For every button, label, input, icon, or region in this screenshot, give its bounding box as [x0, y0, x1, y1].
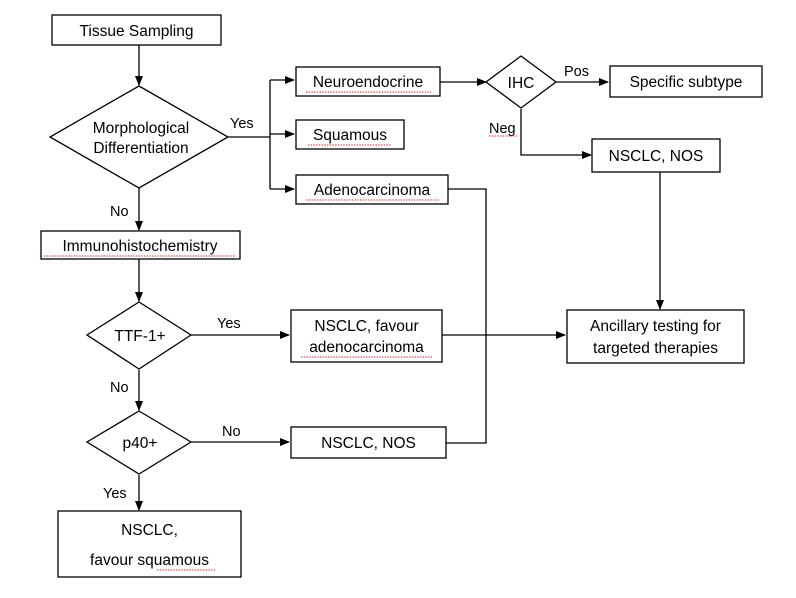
morph-label-line2: Differentiation [93, 140, 188, 157]
morph-label-line1: Morphological [93, 120, 190, 137]
node-ttf1: TTF-1+ [85, 301, 193, 370]
morph-no-label: No [110, 204, 129, 220]
adenocarcinoma-label: Adenocarcinoma [314, 182, 431, 199]
ancillary-line2: targeted therapies [593, 340, 718, 357]
connectors [135, 45, 664, 511]
favour-adeno-line2: adenocarcinoma [309, 339, 424, 356]
node-nsclc-nos-bottom: NSCLC, NOS [290, 426, 447, 459]
node-immunohistochemistry: Immunohistochemistry [40, 230, 241, 260]
p40-yes-label: Yes [103, 486, 127, 502]
node-specific-subtype: Specific subtype [609, 65, 763, 98]
node-nsclc-favour-adenocarcinoma: NSCLC, favour adenocarcinoma [290, 309, 443, 363]
morph-yes-label: Yes [230, 116, 254, 132]
node-nsclc-favour-squamous: NSCLC, favour squamous [57, 510, 242, 578]
ttf1-no-label: No [110, 380, 129, 396]
node-ihc: IHC [484, 55, 558, 109]
edge-adeno-and-nos-merge [446, 188, 487, 444]
ttf1-yes-label: Yes [217, 316, 241, 332]
node-ancillary-testing: Ancillary testing for targeted therapies [566, 309, 745, 364]
nsclc-nos-top-label: NSCLC, NOS [609, 148, 704, 165]
ihc-label: IHC [508, 75, 535, 92]
node-neuroendocrine: Neuroendocrine [295, 66, 441, 97]
edge-ihc-neg [520, 109, 592, 159]
ancillary-line1: Ancillary testing for [590, 318, 721, 335]
favour-squamous-line1: NSCLC, [121, 522, 178, 539]
p40-no-label: No [222, 424, 241, 440]
ihc-neg-label: Neg [489, 121, 516, 137]
specific-subtype-label: Specific subtype [630, 74, 743, 91]
nsclc-nos-bottom-label: NSCLC, NOS [321, 435, 416, 452]
node-morphological-differentiation: Morphological Differentiation [48, 85, 230, 189]
neuroendocrine-label: Neuroendocrine [313, 74, 423, 91]
node-p40: p40+ [85, 410, 193, 475]
tissue-sampling-label: Tissue Sampling [79, 23, 193, 40]
edge-labels: Yes No Pos Neg Yes No No Yes [103, 64, 589, 502]
node-squamous: Squamous [295, 119, 405, 150]
favour-squamous-line2: favour squamous [90, 552, 209, 569]
node-adenocarcinoma: Adenocarcinoma [295, 174, 449, 205]
node-nsclc-nos-top: NSCLC, NOS [591, 138, 721, 173]
squamous-label: Squamous [313, 127, 387, 144]
favour-adeno-line1: NSCLC, favour [314, 318, 418, 335]
node-tissue-sampling: Tissue Sampling [51, 14, 222, 46]
ihc-pos-label: Pos [564, 64, 589, 80]
ttf1-label: TTF-1+ [114, 328, 165, 345]
immunohistochemistry-label: Immunohistochemistry [62, 238, 217, 255]
p40-label: p40+ [123, 435, 158, 452]
